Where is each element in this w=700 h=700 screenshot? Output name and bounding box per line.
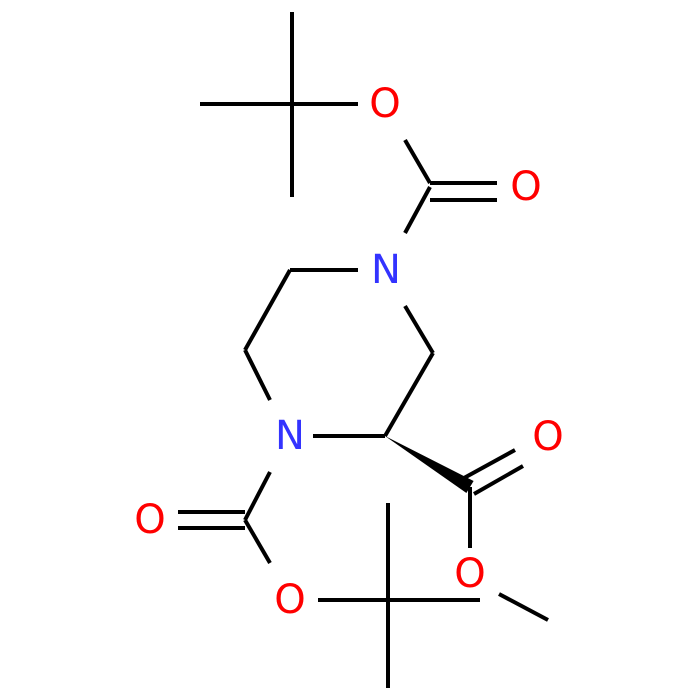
bond-c2-wedge	[385, 436, 474, 494]
atom-o-carbonyl-top: O	[510, 164, 541, 210]
bonds-layer	[178, 12, 549, 688]
bond-o-to-methyl	[498, 592, 549, 622]
bond-c2-to-c3	[383, 351, 435, 438]
bond-carbonyl-left-to-o	[243, 518, 272, 565]
atom-o-carbonyl-right: O	[532, 414, 563, 460]
bond-o-to-carbonyl-top	[403, 138, 432, 185]
bond-carbonyl-right-double-b	[473, 464, 524, 496]
atom-labels-layer: O O N N O O O O	[134, 81, 563, 623]
bond-c3-to-n4	[403, 304, 435, 355]
bond-carbonyl-top-to-n4	[403, 186, 432, 234]
atom-n-4: N	[371, 247, 401, 293]
bond-c5-to-c6	[243, 269, 292, 351]
atom-o-ester-methyl: O	[454, 551, 485, 597]
atom-o-ester-top: O	[369, 81, 400, 127]
atom-o-carbonyl-left: O	[134, 497, 165, 543]
bond-n1-to-carbonyl-left	[243, 471, 272, 521]
atom-o-ester-bottom: O	[274, 577, 305, 623]
bond-carbonyl-right-double-a	[463, 448, 516, 480]
atom-n-1: N	[275, 413, 305, 459]
bond-c6-to-n1	[243, 349, 272, 401]
